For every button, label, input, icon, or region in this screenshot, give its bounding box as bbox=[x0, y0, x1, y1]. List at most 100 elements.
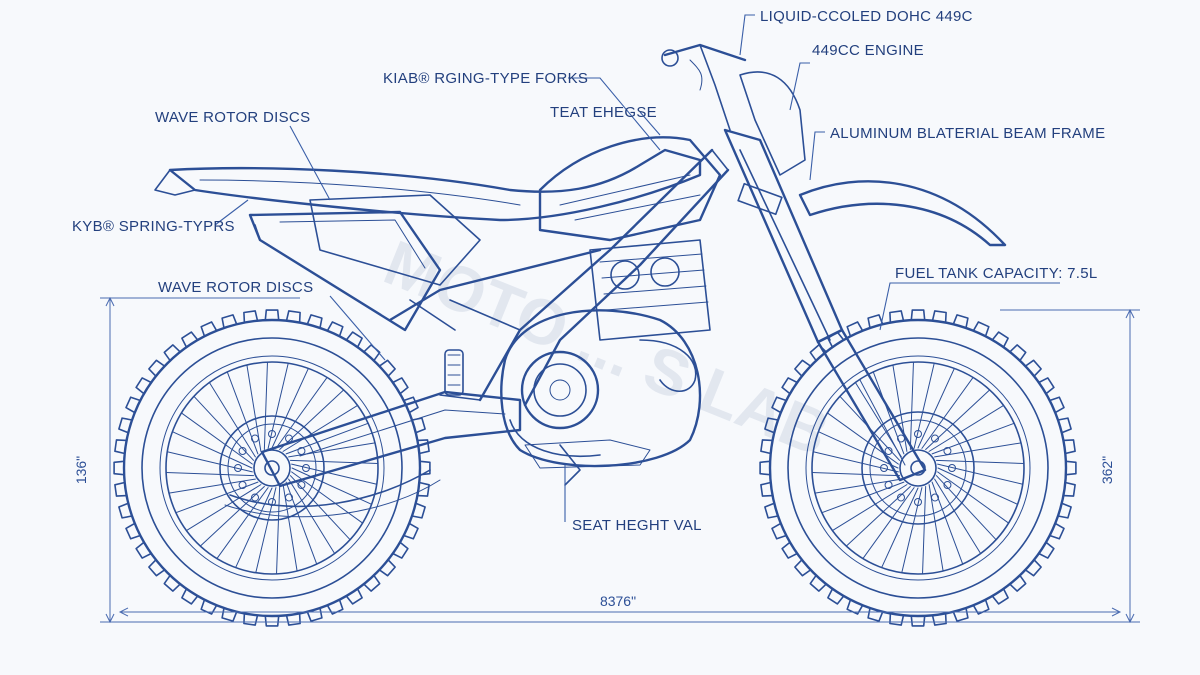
rotor-hole bbox=[943, 447, 952, 455]
front-wheel bbox=[759, 309, 1077, 627]
tread-knob bbox=[306, 607, 323, 622]
front-hub bbox=[899, 449, 937, 487]
tread-knob bbox=[148, 559, 166, 577]
rotor-hole bbox=[914, 498, 922, 506]
tread-knob bbox=[392, 541, 409, 559]
tread-knob bbox=[345, 588, 363, 605]
tread-knob bbox=[764, 502, 779, 519]
spoke bbox=[185, 484, 262, 532]
side-number-plate bbox=[309, 194, 481, 286]
spoke bbox=[285, 422, 369, 455]
spoke bbox=[921, 376, 974, 449]
rear-hub bbox=[253, 449, 291, 487]
rotor-hole bbox=[238, 481, 247, 489]
tread-knob bbox=[181, 331, 199, 348]
spoke bbox=[263, 361, 268, 451]
rotor-hole bbox=[897, 493, 905, 502]
spoke bbox=[271, 367, 309, 449]
spoke bbox=[276, 485, 281, 575]
spoke bbox=[267, 362, 289, 449]
tread-knob bbox=[363, 574, 381, 592]
spoke bbox=[831, 484, 908, 532]
tread-knob bbox=[781, 377, 798, 395]
spoke bbox=[909, 361, 914, 451]
tread-knob bbox=[221, 314, 238, 329]
tread-knob bbox=[1062, 439, 1076, 455]
watermark: MOTO ... S LAB bbox=[375, 226, 839, 469]
spoke bbox=[862, 487, 915, 560]
spoke bbox=[282, 404, 359, 452]
front-forks bbox=[723, 128, 927, 482]
tread-knob bbox=[1024, 559, 1042, 577]
rotor-hole bbox=[297, 447, 306, 455]
spoke bbox=[180, 412, 253, 465]
dim-left-height: 136" bbox=[73, 456, 89, 484]
spoke bbox=[935, 475, 997, 541]
tread-knob bbox=[867, 314, 884, 329]
tread-knob bbox=[1038, 377, 1055, 395]
front-brake-rotor bbox=[861, 411, 975, 525]
tread-knob bbox=[221, 607, 238, 622]
tread-knob bbox=[402, 522, 419, 540]
tread-knob bbox=[200, 321, 218, 338]
spoke bbox=[934, 478, 982, 555]
tread-knob bbox=[931, 310, 947, 324]
tread-knob bbox=[910, 309, 926, 321]
spoke bbox=[817, 431, 899, 469]
rotor-hole bbox=[302, 464, 310, 472]
tread-knob bbox=[972, 321, 990, 338]
tread-knob bbox=[118, 417, 133, 434]
label-rotor-upper: WAVE ROTOR DISCS bbox=[155, 109, 310, 126]
tread-knob bbox=[991, 588, 1009, 605]
label-engine-size: 449CC ENGINE bbox=[812, 42, 924, 59]
engine bbox=[500, 239, 711, 469]
tread-knob bbox=[125, 396, 142, 414]
spoke bbox=[821, 481, 905, 514]
tread-knob bbox=[991, 331, 1009, 348]
spoke bbox=[208, 381, 256, 458]
tread-knob bbox=[135, 377, 152, 395]
rotor-hole bbox=[884, 447, 893, 455]
spoke bbox=[845, 485, 911, 547]
tread-knob bbox=[809, 574, 827, 592]
tread-knob bbox=[1024, 359, 1042, 377]
rotor-hole bbox=[931, 493, 939, 502]
tread-knob bbox=[148, 359, 166, 377]
dimension-lines bbox=[100, 296, 1140, 624]
spoke bbox=[928, 404, 1005, 452]
engine-case bbox=[520, 350, 600, 430]
rear-wheel bbox=[113, 309, 431, 627]
exhaust-muffler bbox=[248, 210, 442, 332]
fuel-tank-shroud bbox=[538, 136, 722, 242]
tread-knob bbox=[1048, 396, 1065, 414]
tread-knob bbox=[827, 588, 845, 605]
rotor-hole bbox=[234, 464, 242, 472]
spoke bbox=[285, 481, 318, 565]
tread-knob bbox=[760, 439, 774, 455]
label-seat-height: SEAT HEGHT VAL bbox=[572, 517, 702, 534]
beam-frame bbox=[388, 148, 730, 407]
handlebars bbox=[661, 43, 747, 131]
spoke bbox=[171, 431, 253, 469]
spoke bbox=[925, 389, 991, 451]
spoke bbox=[872, 371, 905, 455]
spoke bbox=[937, 463, 1024, 485]
spoke bbox=[931, 422, 1015, 455]
spoke bbox=[289, 475, 351, 541]
tread-knob bbox=[416, 481, 430, 497]
label-frame: ALUMINUM BLATERIAL BEAM FRAME bbox=[830, 125, 1105, 142]
tread-knob bbox=[264, 309, 280, 321]
spoke bbox=[917, 367, 955, 449]
tread-knob bbox=[416, 439, 430, 455]
tread-knob bbox=[1009, 574, 1027, 592]
tread-knob bbox=[771, 396, 788, 414]
tread-knob bbox=[867, 607, 884, 622]
tread-knob bbox=[118, 502, 133, 519]
tread-knob bbox=[771, 522, 788, 540]
spoke bbox=[216, 487, 269, 560]
spoke bbox=[291, 471, 364, 524]
spoke bbox=[811, 472, 901, 477]
seat bbox=[168, 148, 702, 222]
tread-knob bbox=[163, 574, 181, 592]
